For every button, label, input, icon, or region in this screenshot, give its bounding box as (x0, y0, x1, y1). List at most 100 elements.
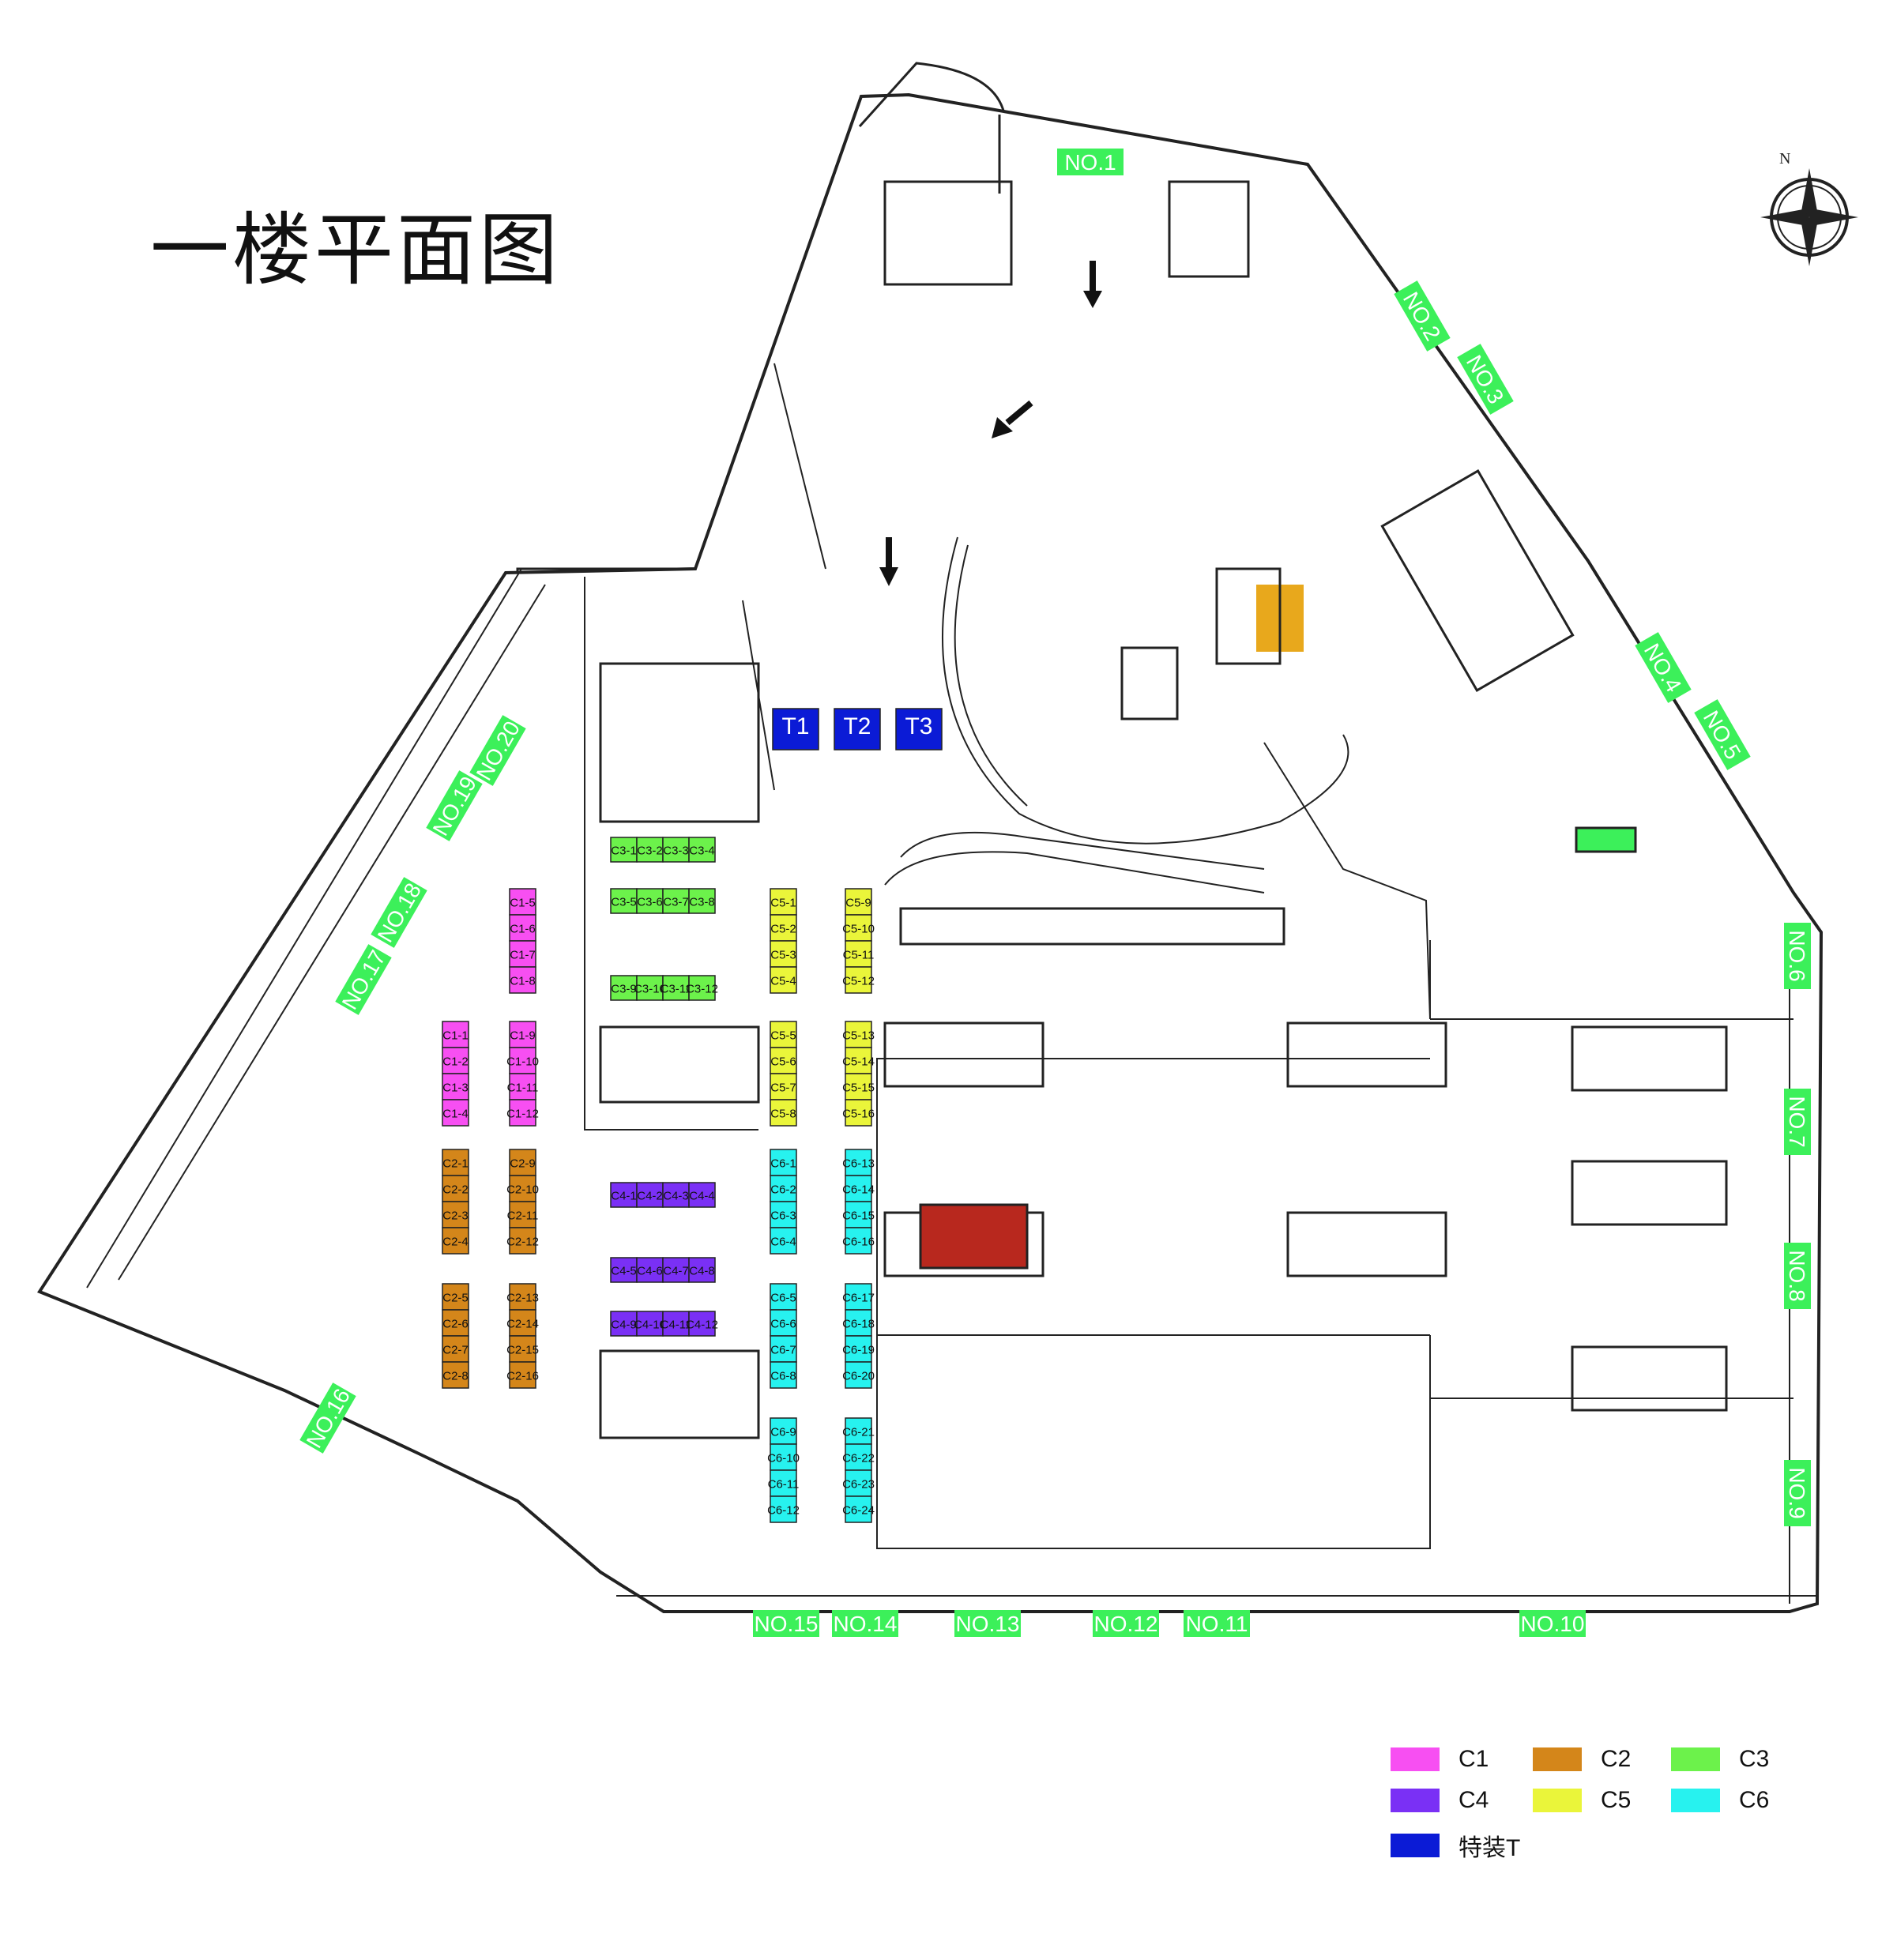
legend-label: C3 (1739, 1746, 1770, 1772)
svg-text:C4-3: C4-3 (663, 1190, 689, 1203)
svg-text:C5-6: C5-6 (770, 1055, 796, 1069)
svg-text:C5-15: C5-15 (842, 1082, 875, 1095)
booth-c5-16: C5-16 (842, 1099, 875, 1127)
booth-c5-11: C5-11 (843, 940, 874, 968)
entrance-no6: NO.6 (1784, 923, 1811, 989)
svg-text:C6-14: C6-14 (842, 1183, 875, 1197)
booth-c1-11: C1-11 (507, 1073, 538, 1100)
booth-c6-10: C6-10 (767, 1443, 800, 1471)
svg-text:C6-9: C6-9 (770, 1426, 796, 1439)
booth-c4-6: C4-6 (636, 1257, 664, 1283)
booth-c2-8: C2-8 (442, 1361, 469, 1389)
svg-text:C5-7: C5-7 (770, 1082, 796, 1095)
booth-c6-6: C6-6 (770, 1309, 797, 1337)
svg-text:C4-7: C4-7 (663, 1265, 689, 1278)
booth-c6-5: C6-5 (770, 1283, 797, 1311)
booth-c1-8: C1-8 (509, 966, 536, 994)
svg-text:C3-3: C3-3 (663, 845, 689, 858)
svg-text:C5-10: C5-10 (842, 923, 875, 936)
booth-c2-6: C2-6 (442, 1309, 469, 1337)
svg-text:C5-12: C5-12 (842, 975, 875, 988)
svg-text:C2-9: C2-9 (510, 1157, 536, 1171)
legend-item-c3: C3 (1671, 1746, 1769, 1773)
svg-text:C2-14: C2-14 (506, 1318, 539, 1331)
booth-c3-3: C3-3 (662, 837, 690, 863)
booth-c2-5: C2-5 (442, 1283, 469, 1311)
svg-text:C6-21: C6-21 (842, 1426, 875, 1439)
booth-t1: T1 (772, 708, 819, 751)
booth-c2-12: C2-12 (506, 1227, 539, 1255)
svg-text:NO.17: NO.17 (337, 946, 390, 1014)
booth-c5-13: C5-13 (842, 1021, 875, 1048)
booth-c5-2: C5-2 (770, 914, 797, 942)
entrance-no4: NO.4 (1635, 632, 1692, 703)
entrance-no19: NO.19 (426, 770, 483, 841)
entrance-no5: NO.5 (1694, 699, 1751, 770)
entrance-no1: NO.1 (1057, 149, 1124, 175)
svg-text:C1-12: C1-12 (506, 1108, 539, 1121)
svg-text:C5-3: C5-3 (770, 949, 796, 962)
booth-c2-15: C2-15 (506, 1335, 539, 1363)
svg-text:C4-6: C4-6 (637, 1265, 663, 1278)
direction-arrows (879, 261, 1102, 586)
svg-text:C2-12: C2-12 (506, 1236, 539, 1249)
svg-text:C2-8: C2-8 (442, 1370, 469, 1383)
booth-c6-11: C6-11 (768, 1469, 800, 1497)
booth-c6-17: C6-17 (842, 1283, 875, 1311)
legend-item-c1: C1 (1391, 1746, 1489, 1773)
svg-text:C4-12: C4-12 (686, 1319, 718, 1332)
entrance-no16: NO.16 (299, 1383, 356, 1454)
svg-text:C6-11: C6-11 (768, 1478, 800, 1492)
booth-c5-15: C5-15 (842, 1073, 875, 1100)
booth-c3-4: C3-4 (688, 837, 716, 863)
svg-text:C1-2: C1-2 (442, 1055, 469, 1069)
booth-c4-3: C4-3 (662, 1182, 690, 1208)
legend-label: C6 (1739, 1787, 1770, 1813)
svg-text:C5-4: C5-4 (770, 975, 796, 988)
booth-c6-15: C6-15 (842, 1201, 875, 1228)
svg-text:C6-4: C6-4 (770, 1236, 796, 1249)
svg-text:NO.11: NO.11 (1186, 1612, 1248, 1636)
booth-c3-11: C3-11 (661, 975, 691, 1001)
booth-c6-16: C6-16 (842, 1227, 875, 1255)
booth-c1-6: C1-6 (509, 914, 536, 942)
svg-text:NO.9: NO.9 (1785, 1467, 1809, 1518)
booth-c3-1: C3-1 (610, 837, 638, 863)
svg-text:C1-1: C1-1 (442, 1029, 469, 1043)
booth-c6-9: C6-9 (770, 1417, 797, 1445)
booth-c5-4: C5-4 (770, 966, 797, 994)
svg-text:C6-2: C6-2 (770, 1183, 796, 1197)
entrance-no7: NO.7 (1784, 1089, 1811, 1155)
booth-c2-2: C2-2 (442, 1175, 469, 1202)
svg-text:C1-8: C1-8 (510, 975, 536, 988)
svg-text:C5-8: C5-8 (770, 1108, 796, 1121)
special-escalator (919, 1203, 1029, 1270)
svg-text:C2-15: C2-15 (506, 1344, 539, 1357)
svg-text:C1-5: C1-5 (510, 897, 536, 910)
svg-text:C4-10: C4-10 (634, 1319, 666, 1332)
booth-c4-7: C4-7 (662, 1257, 690, 1283)
booth-c6-21: C6-21 (842, 1417, 875, 1445)
svg-text:C3-10: C3-10 (634, 983, 666, 996)
svg-text:C2-3: C2-3 (442, 1209, 469, 1223)
legend-swatch (1533, 1789, 1582, 1812)
booth-c4-12: C4-12 (686, 1311, 718, 1337)
compass-icon: N (1760, 150, 1858, 266)
svg-text:C2-13: C2-13 (506, 1292, 539, 1305)
svg-text:C5-16: C5-16 (842, 1108, 875, 1121)
booth-c4-4: C4-4 (688, 1182, 716, 1208)
booth-c5-14: C5-14 (842, 1047, 875, 1074)
entrance-no17: NO.17 (335, 944, 392, 1015)
svg-text:C5-14: C5-14 (842, 1055, 875, 1069)
entrance-no10: NO.10 (1519, 1610, 1586, 1637)
booth-c5-5: C5-5 (770, 1021, 797, 1048)
booth-c3-12: C3-12 (686, 975, 718, 1001)
booth-c3-8: C3-8 (688, 888, 716, 914)
svg-text:C6-17: C6-17 (842, 1292, 875, 1305)
booth-c1-1: C1-1 (442, 1021, 469, 1048)
booth-c6-7: C6-7 (770, 1335, 797, 1363)
legend-label: C5 (1601, 1787, 1632, 1813)
svg-text:C3-2: C3-2 (637, 845, 663, 858)
booth-c4-2: C4-2 (636, 1182, 664, 1208)
booth-c2-13: C2-13 (506, 1283, 539, 1311)
